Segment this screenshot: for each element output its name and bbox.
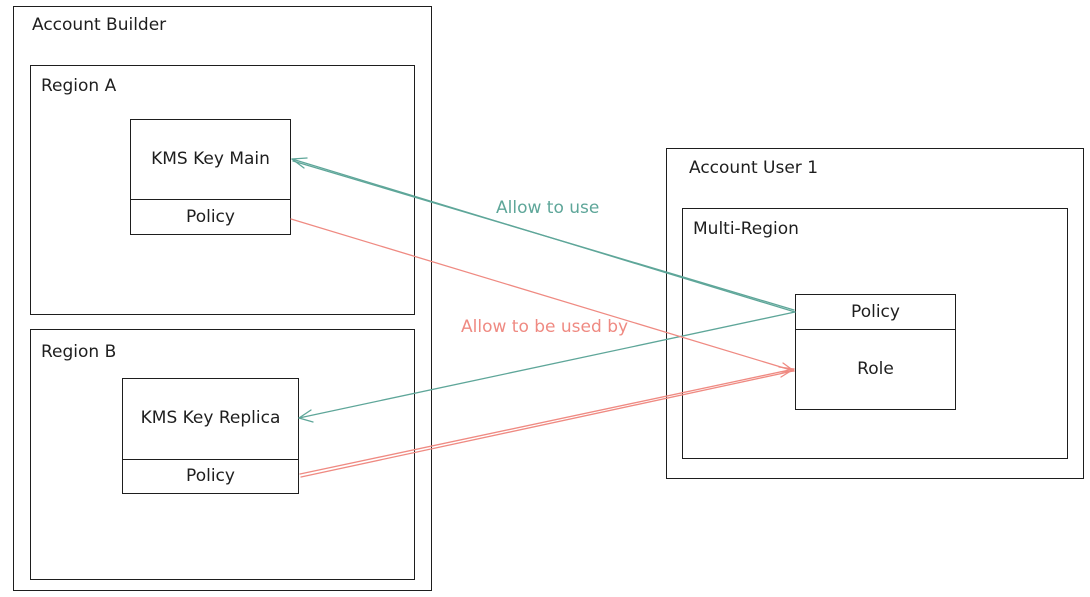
- role-policy-label: Policy: [851, 302, 900, 322]
- account-user-container: Account User 1: [666, 148, 1084, 479]
- kms-key-main-label: KMS Key Main: [151, 149, 270, 169]
- kms-key-main-policy-label: Policy: [186, 207, 235, 227]
- kms-key-main-policy: Policy: [130, 199, 291, 235]
- multi-region-title: Multi-Region: [693, 219, 799, 239]
- account-builder-title: Account Builder: [32, 15, 167, 35]
- allow-to-use-label: Allow to use: [496, 198, 600, 218]
- kms-key-replica-label: KMS Key Replica: [140, 408, 281, 428]
- kms-key-replica-policy-label: Policy: [186, 466, 235, 486]
- multi-region-container: Multi-Region: [682, 208, 1068, 459]
- allow-use-arrow-replica: [298, 311, 796, 423]
- role-label: Role: [857, 359, 894, 379]
- allow-used-by-arrow-replica: [299, 366, 795, 478]
- region-a-container: Region A: [30, 65, 415, 315]
- kms-key-replica-policy: Policy: [122, 459, 299, 494]
- account-builder-container: Account Builder: [13, 6, 432, 591]
- allow-used-by-arrow-main: [290, 218, 795, 373]
- role-box: Role: [795, 329, 956, 410]
- account-user-title: Account User 1: [689, 158, 819, 178]
- region-b-title: Region B: [41, 342, 117, 362]
- region-a-title: Region A: [41, 76, 117, 96]
- allow-use-arrow-main: [291, 157, 796, 313]
- allow-to-be-used-by-label: Allow to be used by: [461, 317, 629, 337]
- region-b-container: Region B: [30, 329, 415, 580]
